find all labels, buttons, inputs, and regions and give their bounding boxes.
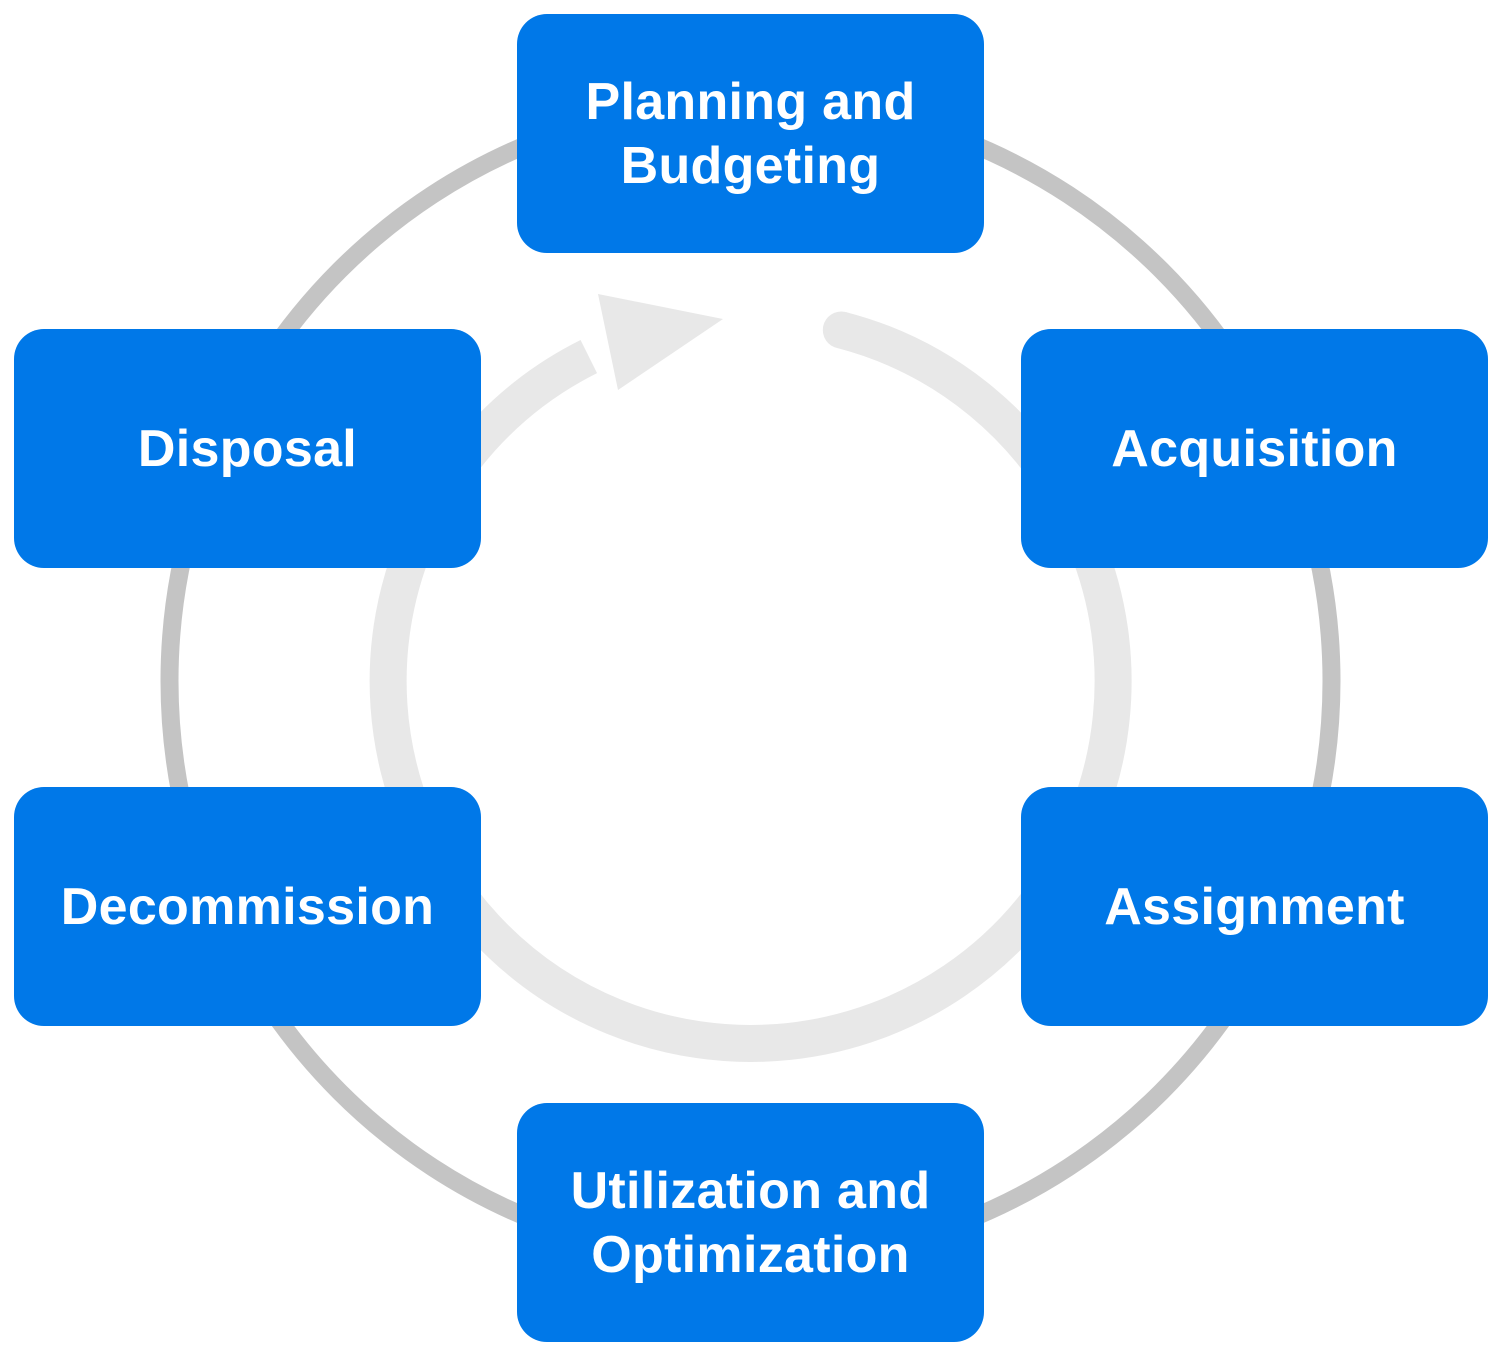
stage-label: Utilization and Optimization — [570, 1161, 931, 1284]
stage-planning-and-budgeting[interactable]: Planning and Budgeting — [517, 14, 984, 253]
stage-disposal[interactable]: Disposal — [14, 329, 481, 568]
stage-label: Acquisition — [1111, 419, 1398, 478]
stage-label: Assignment — [1104, 877, 1405, 936]
stage-decommission[interactable]: Decommission — [14, 787, 481, 1026]
stage-label: Planning and Budgeting — [585, 72, 916, 195]
stage-assignment[interactable]: Assignment — [1021, 787, 1488, 1026]
stage-label: Decommission — [60, 877, 435, 936]
cycle-arrow-icon — [369, 294, 1132, 1062]
arrow-head-icon — [598, 294, 723, 390]
stage-acquisition[interactable]: Acquisition — [1021, 329, 1488, 568]
stage-utilization-and-optimization[interactable]: Utilization and Optimization — [517, 1103, 984, 1342]
stage-label: Disposal — [137, 419, 358, 478]
inner-cycle-arc — [369, 312, 1132, 1062]
outer-cycle-ring — [160, 91, 1341, 1271]
